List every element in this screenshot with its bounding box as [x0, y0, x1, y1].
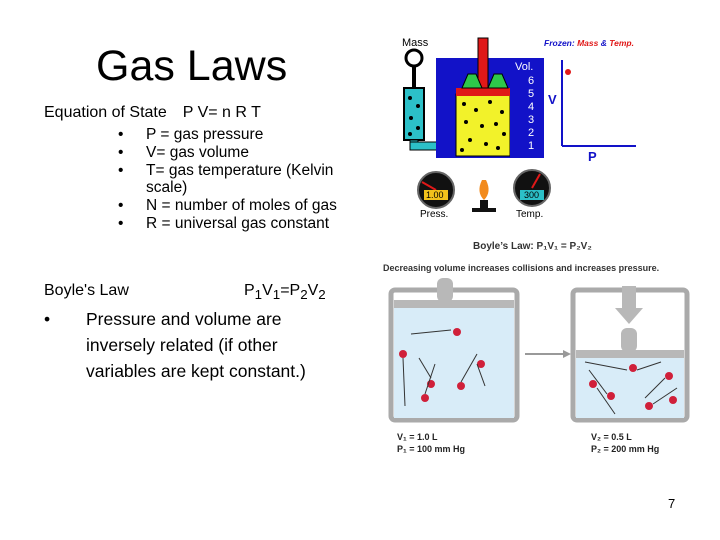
- boyle-equation: P1V1=P2V2: [244, 282, 326, 303]
- equation-of-state: Equation of State P V= n R T: [44, 104, 261, 122]
- list-item: T= gas temperature (Kelvin scale): [118, 162, 378, 196]
- left-volume: V₁ = 1.0 L: [397, 432, 438, 442]
- eos-label: Equation of State: [44, 104, 167, 121]
- syringe-icon: [403, 87, 425, 141]
- svg-text:3: 3: [528, 114, 534, 126]
- list-item: Pressure and volume are inversely relate…: [44, 306, 344, 384]
- list-item: P = gas pressure: [118, 126, 378, 143]
- list-item: R = universal gas constant: [118, 215, 378, 232]
- right-volume: V₂ = 0.5 L: [591, 432, 632, 442]
- left-pressure: P₁ = 100 mm Hg: [397, 444, 465, 454]
- temperature-label: Temp.: [516, 209, 543, 220]
- graph-y-label: V: [548, 92, 557, 107]
- graph-point: [565, 69, 571, 75]
- list-item: N = number of moles of gas: [118, 197, 378, 214]
- page-number: 7: [668, 496, 676, 511]
- piston-rod-icon: [477, 37, 489, 89]
- boyle-bullet-list: Pressure and volume are inversely relate…: [44, 306, 344, 384]
- eos-equation: P V= n R T: [182, 104, 261, 121]
- mass-ring-icon: [404, 48, 424, 68]
- frozen-label: Frozen: Mass & Temp.: [544, 38, 634, 48]
- svg-text:5: 5: [528, 88, 534, 100]
- left-piston-knob: [437, 278, 453, 302]
- graph-x-label: P: [588, 149, 597, 164]
- svg-text:4: 4: [528, 101, 534, 113]
- mass-label: Mass: [402, 37, 429, 49]
- boyle-label: Boyle's Law: [44, 282, 129, 299]
- list-item: V= gas volume: [118, 144, 378, 161]
- boyles-law-figure: Boyle’s Law: P₁V₁ = P₂V₂ Decreasing volu…: [383, 241, 690, 454]
- slide-title: Gas Laws: [96, 42, 288, 90]
- right-pressure: P₂ = 200 mm Hg: [591, 444, 659, 454]
- right-piston-knob: [621, 328, 637, 352]
- boyles-law-heading: Boyle's Law P1V1=P2V2: [44, 282, 326, 302]
- svg-text:1: 1: [528, 140, 534, 152]
- gas-apparatus-figure: Mass Vol. 6 5 4 3 2 1 Frozen: Mass & Tem…: [402, 37, 636, 220]
- pressure-label: Press.: [420, 209, 448, 220]
- boyle-figure-heading: Boyle’s Law: P₁V₁ = P₂V₂: [473, 241, 592, 252]
- vol-label: Vol.: [515, 61, 533, 73]
- flame-icon: [479, 180, 489, 200]
- compress-arrow-icon: [615, 308, 643, 324]
- pressure-value: 1.00: [426, 190, 444, 200]
- eos-bullet-list: P = gas pressure V= gas volume T= gas te…: [118, 126, 378, 233]
- boyle-figure-caption: Decreasing volume increases collisions a…: [383, 263, 659, 273]
- svg-text:2: 2: [528, 127, 534, 139]
- svg-text:6: 6: [528, 75, 534, 87]
- temperature-value: 300: [524, 190, 539, 200]
